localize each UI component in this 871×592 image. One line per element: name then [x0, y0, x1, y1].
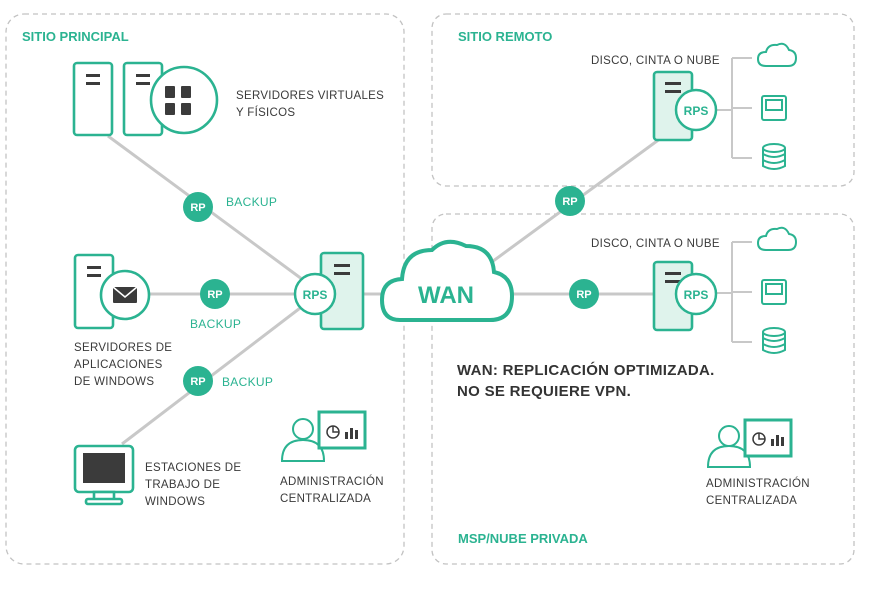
admin-user-icon — [280, 410, 367, 462]
rps-server-icon — [652, 70, 718, 142]
rp-badge-label: RP — [207, 289, 222, 301]
rps-label: RPS — [303, 288, 328, 302]
apps-label-3: DE WINDOWS — [74, 376, 154, 388]
rp-badge-label: RP — [562, 196, 577, 208]
tape-icon — [761, 279, 787, 305]
msp-admin-label-2: CENTRALIZADA — [706, 495, 797, 507]
backup-label: BACKUP — [226, 195, 277, 209]
mail-server-icon — [73, 253, 151, 330]
rps-label: RPS — [684, 104, 709, 118]
rp-badge — [183, 192, 213, 222]
cloud-icon — [756, 42, 798, 67]
msp-admin-label: ADMINISTRACIÓN — [706, 477, 810, 490]
remote-site-zone — [431, 13, 855, 187]
admin-label-2: CENTRALIZADA — [280, 493, 371, 505]
monitor-icon — [73, 444, 135, 506]
rps-server-icon — [652, 260, 718, 332]
rp-badge — [200, 279, 230, 309]
remote-storage-label: DISCO, CINTA O NUBE — [591, 55, 720, 67]
rp-badge-label: RP — [190, 376, 205, 388]
ws-label-3: WINDOWS — [145, 496, 205, 508]
wan-label: WAN — [418, 282, 474, 309]
rp-badge — [183, 366, 213, 396]
database-icon — [762, 143, 786, 170]
wan-cloud-icon — [379, 239, 515, 322]
admin-user-icon — [706, 418, 793, 468]
apps-label: SERVIDORES DE — [74, 342, 172, 354]
msp-cloud-title: MSP/NUBE PRIVADA — [458, 531, 588, 546]
connection-lines — [107, 57, 752, 446]
wan-note-2: NO SE REQUIERE VPN. — [457, 383, 631, 400]
rp-badge — [569, 279, 599, 309]
main-site-zone — [5, 13, 405, 565]
database-icon — [762, 327, 786, 354]
admin-label: ADMINISTRACIÓN — [280, 475, 384, 488]
rp-badge — [555, 186, 585, 216]
cloud-icon — [756, 226, 798, 251]
tape-icon — [761, 95, 787, 121]
ws-label-2: TRABAJO DE — [145, 479, 220, 491]
msp-cloud-zone — [431, 213, 855, 565]
backup-label: BACKUP — [190, 317, 241, 331]
rp-badge-label: RP — [190, 202, 205, 214]
rp-badge-label: RP — [576, 289, 591, 301]
rps-server-icon — [293, 251, 365, 331]
wan-note: WAN: REPLICACIÓN OPTIMIZADA. — [457, 361, 715, 379]
server-icon — [72, 61, 219, 137]
ws-label: ESTACIONES DE — [145, 462, 241, 474]
msp-storage-label: DISCO, CINTA O NUBE — [591, 238, 720, 250]
main-site-title: SITIO PRINCIPAL — [22, 29, 129, 44]
rps-label: RPS — [684, 288, 709, 302]
backup-label: BACKUP — [222, 375, 273, 389]
servers-label: SERVIDORES VIRTUALES — [236, 90, 384, 102]
remote-site-title: SITIO REMOTO — [458, 29, 552, 44]
apps-label-2: APLICACIONES — [74, 359, 163, 371]
servers-label-2: Y FÍSICOS — [236, 106, 295, 119]
